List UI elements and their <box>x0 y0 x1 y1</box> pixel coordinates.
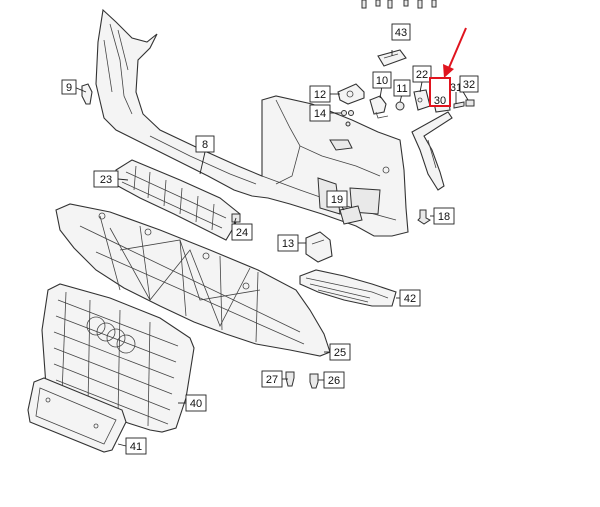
label-9[interactable]: 9 <box>61 79 77 95</box>
label-26[interactable]: 26 <box>323 371 345 389</box>
label-32[interactable]: 32 <box>459 75 479 93</box>
label-11[interactable]: 11 <box>393 79 411 97</box>
svg-text:23: 23 <box>100 174 112 186</box>
logo-ring-1 <box>86 316 106 336</box>
label-23[interactable]: 23 <box>93 170 119 188</box>
svg-text:24: 24 <box>236 227 248 239</box>
svg-text:41: 41 <box>130 441 142 453</box>
label-8[interactable]: 8 <box>195 135 215 153</box>
part-27-bolt <box>285 371 295 387</box>
svg-text:27: 27 <box>266 374 278 386</box>
logo-ring-3 <box>106 328 126 348</box>
label-18[interactable]: 18 <box>433 207 455 225</box>
part-23-air-guide <box>115 159 241 241</box>
label-27[interactable]: 27 <box>261 370 283 388</box>
label-19[interactable]: 19 <box>326 190 348 208</box>
svg-text:43: 43 <box>395 27 407 39</box>
logo-ring-4 <box>116 334 136 354</box>
svg-text:42: 42 <box>404 293 416 305</box>
svg-text:40: 40 <box>190 398 202 410</box>
part-22-bracket <box>413 89 431 111</box>
leader-lines <box>73 50 469 447</box>
svg-text:22: 22 <box>416 69 428 81</box>
side-bracket <box>411 111 453 191</box>
logo-ring-2 <box>96 322 116 342</box>
part-13-cap <box>305 231 333 263</box>
svg-text:11: 11 <box>396 83 407 95</box>
label-13[interactable]: 13 <box>277 234 299 252</box>
label-31[interactable]: 31 <box>450 82 462 94</box>
part-10-sensor <box>369 95 389 119</box>
svg-text:8: 8 <box>202 139 208 151</box>
part-43-cover <box>377 49 407 67</box>
part-25-carrier <box>55 203 331 357</box>
part-42-grille-insert <box>299 269 397 307</box>
svg-text:30: 30 <box>434 95 446 107</box>
part-31-32-bolts <box>453 99 475 109</box>
label-24[interactable]: 24 <box>231 223 253 241</box>
part-19-holder <box>339 205 363 225</box>
label-12[interactable]: 12 <box>309 85 331 103</box>
svg-text:19: 19 <box>331 194 343 206</box>
svg-text:9: 9 <box>66 82 72 94</box>
part-9-clip <box>81 83 93 105</box>
label-40[interactable]: 40 <box>185 394 207 412</box>
label-43[interactable]: 43 <box>391 23 411 41</box>
label-30-highlighted[interactable]: 30 <box>429 77 451 107</box>
top-fasteners <box>361 0 437 9</box>
label-22[interactable]: 22 <box>412 65 432 83</box>
part-26-bolt <box>309 373 319 389</box>
svg-text:14: 14 <box>314 108 326 120</box>
label-42[interactable]: 42 <box>399 289 421 307</box>
label-41[interactable]: 41 <box>125 437 147 455</box>
part-18-bolt <box>417 209 431 225</box>
label-10[interactable]: 10 <box>372 71 392 89</box>
bumper-cover <box>95 8 409 237</box>
part-14-clip <box>341 110 354 127</box>
svg-text:12: 12 <box>314 89 326 101</box>
label-25[interactable]: 25 <box>329 343 351 361</box>
part-12-cap <box>337 83 365 105</box>
label-14[interactable]: 14 <box>309 104 331 122</box>
svg-text:18: 18 <box>438 211 450 223</box>
svg-text:25: 25 <box>334 347 346 359</box>
part-41-plate-bracket <box>27 377 127 453</box>
highlight-arrow <box>443 27 467 78</box>
svg-text:26: 26 <box>328 375 340 387</box>
svg-text:13: 13 <box>282 238 294 250</box>
svg-text:31: 31 <box>450 82 462 94</box>
svg-text:32: 32 <box>463 79 475 91</box>
part-11-nut <box>395 101 405 111</box>
svg-text:10: 10 <box>376 75 388 87</box>
